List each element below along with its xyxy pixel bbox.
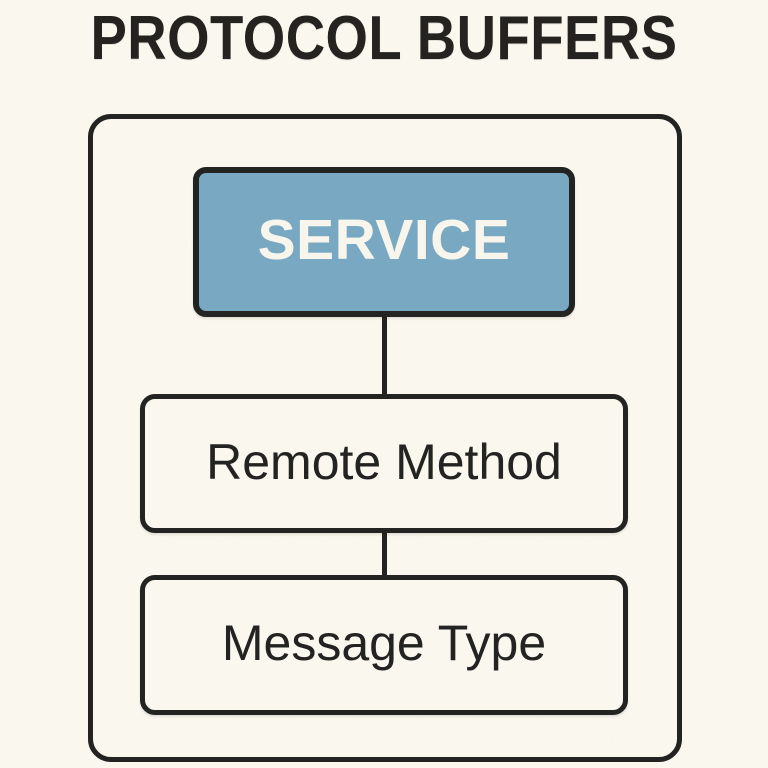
connector-remote-method-to-message-type bbox=[382, 531, 387, 579]
connector-service-to-remote-method bbox=[382, 315, 387, 398]
node-message-type-label: Message Type bbox=[221, 615, 547, 671]
node-service-label: SERVICE bbox=[257, 207, 511, 272]
page-title: PROTOCOL BUFFERS bbox=[90, 4, 678, 73]
node-remote-method-label: Remote Method bbox=[206, 433, 562, 490]
node-service[interactable]: SERVICE bbox=[193, 167, 575, 317]
protocol-buffers-container bbox=[88, 114, 682, 762]
node-remote-method[interactable]: Remote Method bbox=[140, 394, 628, 533]
node-message-type[interactable]: Message Type bbox=[140, 575, 628, 715]
